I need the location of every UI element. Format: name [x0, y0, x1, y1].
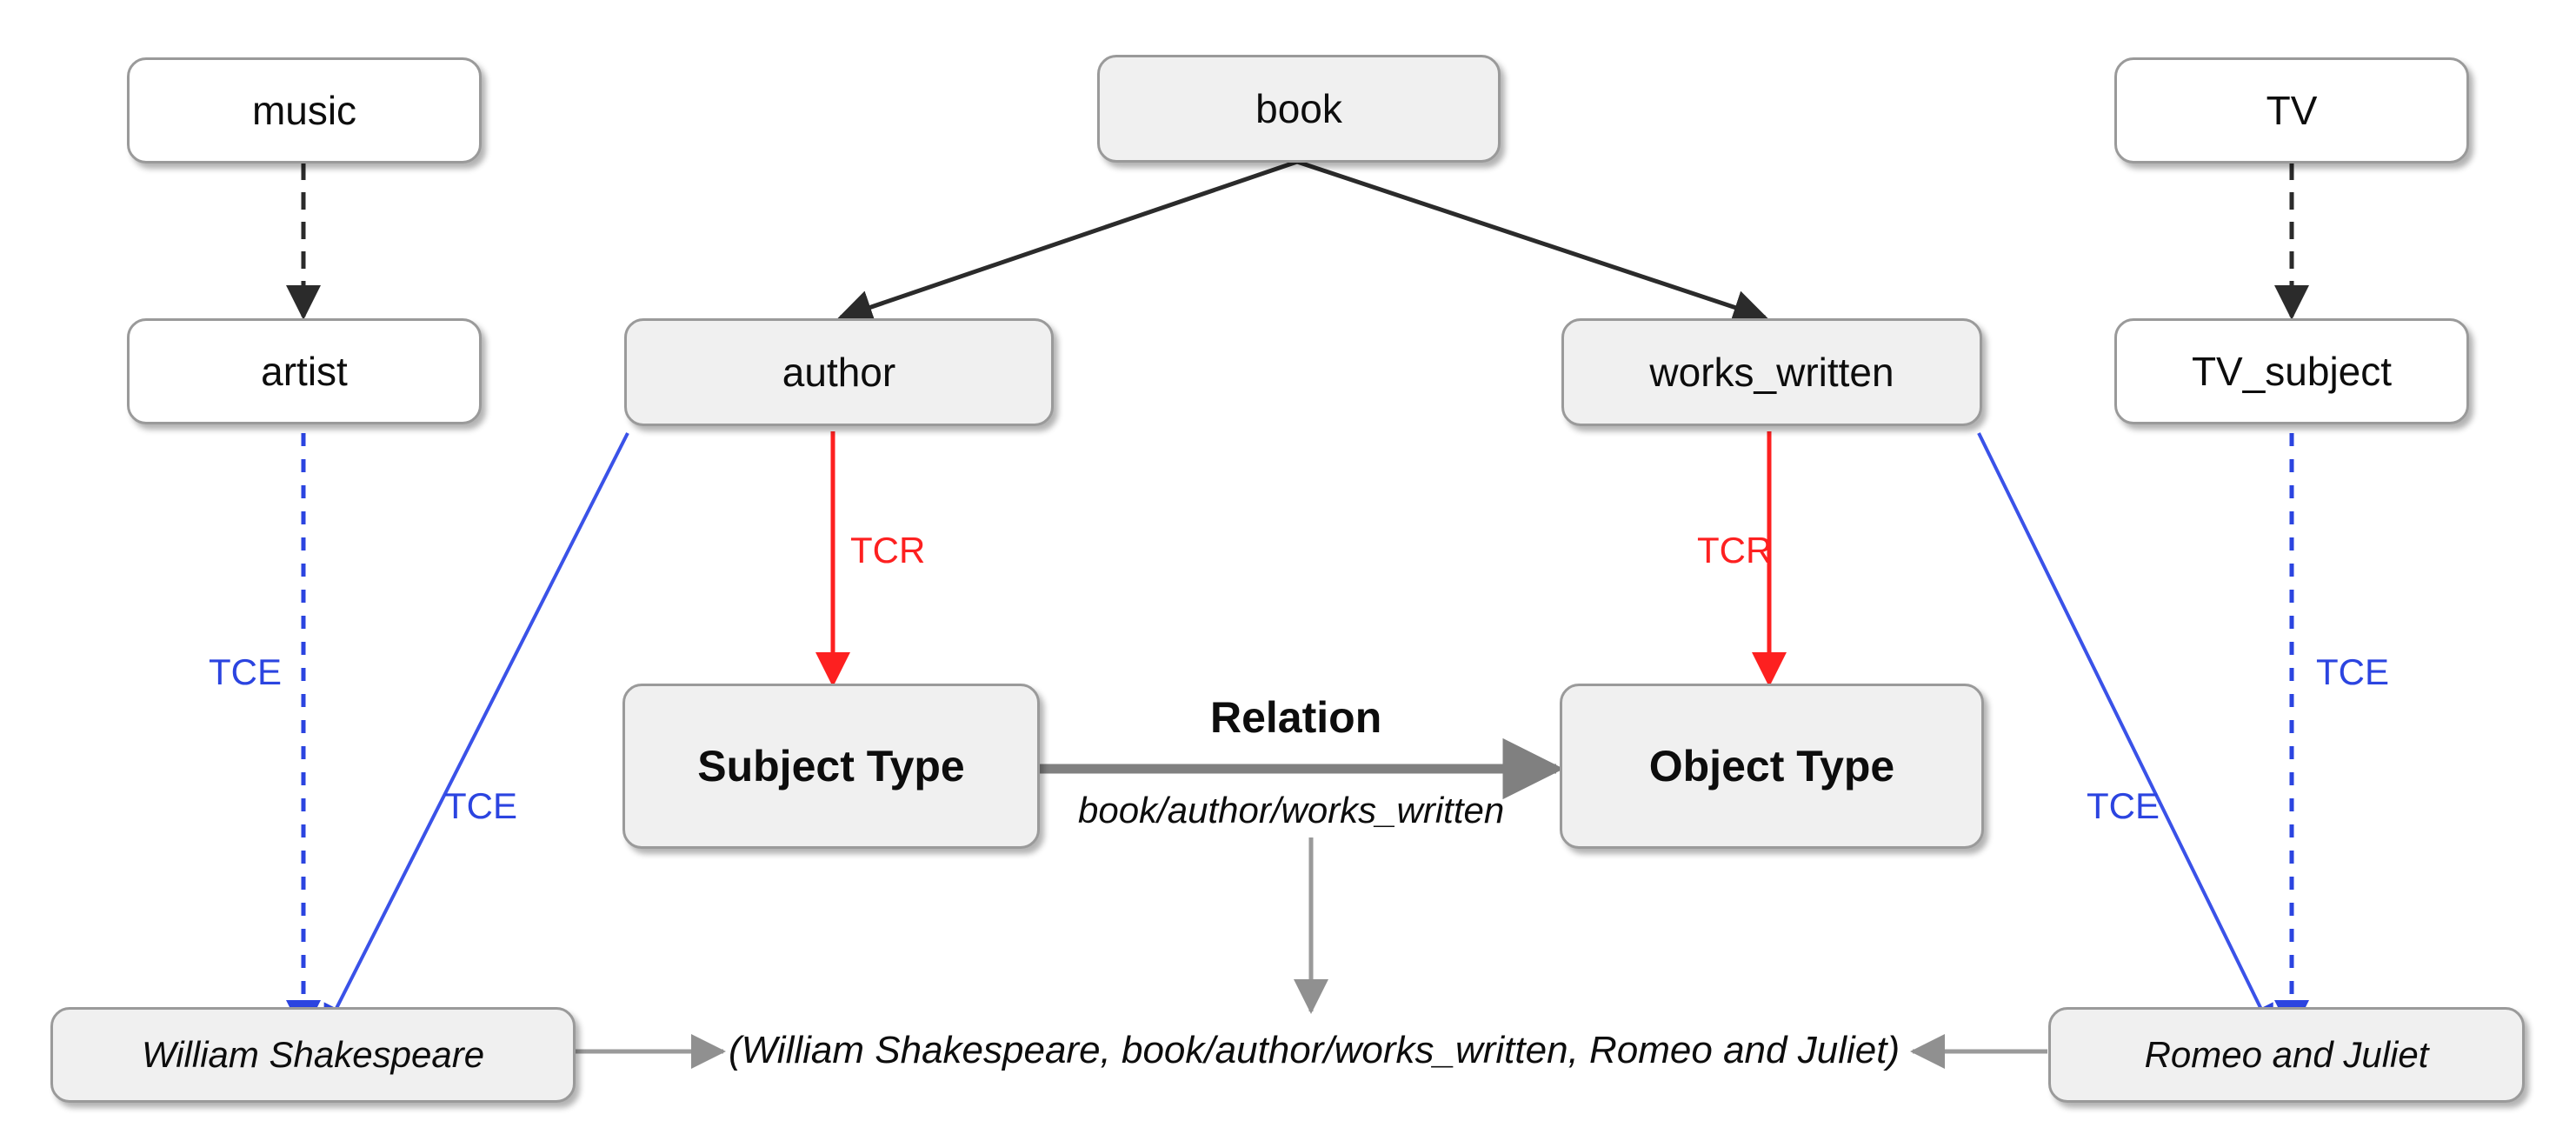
- triple-text: (William Shakespeare, book/author/works_…: [729, 1029, 1900, 1071]
- node-works-written-label: works_written: [1649, 349, 1894, 395]
- edge-label-tce-author: TCE: [444, 785, 517, 826]
- node-william-shakespeare[interactable]: William Shakespeare: [50, 1007, 576, 1103]
- edge-label-tcr-works-written: TCR: [1697, 530, 1773, 570]
- node-author-label: author: [782, 349, 896, 395]
- node-book[interactable]: book: [1097, 55, 1501, 163]
- node-subject-type[interactable]: Subject Type: [622, 684, 1040, 849]
- edge-label-relation-path: book/author/works_written: [1078, 790, 1505, 831]
- edge-book-works-written: [1296, 159, 1768, 324]
- node-artist[interactable]: artist: [127, 318, 482, 424]
- node-subject-type-label: Subject Type: [697, 741, 965, 791]
- node-tv-subject[interactable]: TV_subject: [2114, 318, 2469, 424]
- edge-works-written-romeo: [1977, 432, 2273, 1034]
- node-tv[interactable]: TV: [2114, 57, 2469, 163]
- node-object-type-label: Object Type: [1648, 741, 1895, 791]
- node-object-type[interactable]: Object Type: [1560, 684, 1984, 849]
- node-romeo-and-juliet[interactable]: Romeo and Juliet: [2048, 1007, 2525, 1103]
- edge-label-tcr-author: TCR: [850, 530, 926, 570]
- node-author[interactable]: author: [624, 318, 1054, 426]
- edge-author-shakespeare: [323, 432, 629, 1033]
- node-tv-subject-label: TV_subject: [2191, 348, 2393, 394]
- edge-label-tce-artist: TCE: [209, 651, 282, 692]
- node-romeo-and-juliet-label: Romeo and Juliet: [2144, 1033, 2429, 1075]
- node-book-label: book: [1255, 85, 1342, 131]
- node-music[interactable]: music: [127, 57, 482, 163]
- edge-label-relation: Relation: [1210, 693, 1382, 742]
- node-artist-label: artist: [261, 348, 348, 394]
- edge-label-tce-tv-subject: TCE: [2316, 651, 2389, 692]
- node-tv-label: TV: [2266, 87, 2318, 133]
- node-william-shakespeare-label: William Shakespeare: [141, 1033, 485, 1075]
- node-music-label: music: [251, 87, 357, 133]
- edge-book-author: [837, 159, 1298, 324]
- node-works-written[interactable]: works_written: [1561, 318, 1982, 426]
- edge-label-tce-works-written: TCE: [2087, 785, 2160, 826]
